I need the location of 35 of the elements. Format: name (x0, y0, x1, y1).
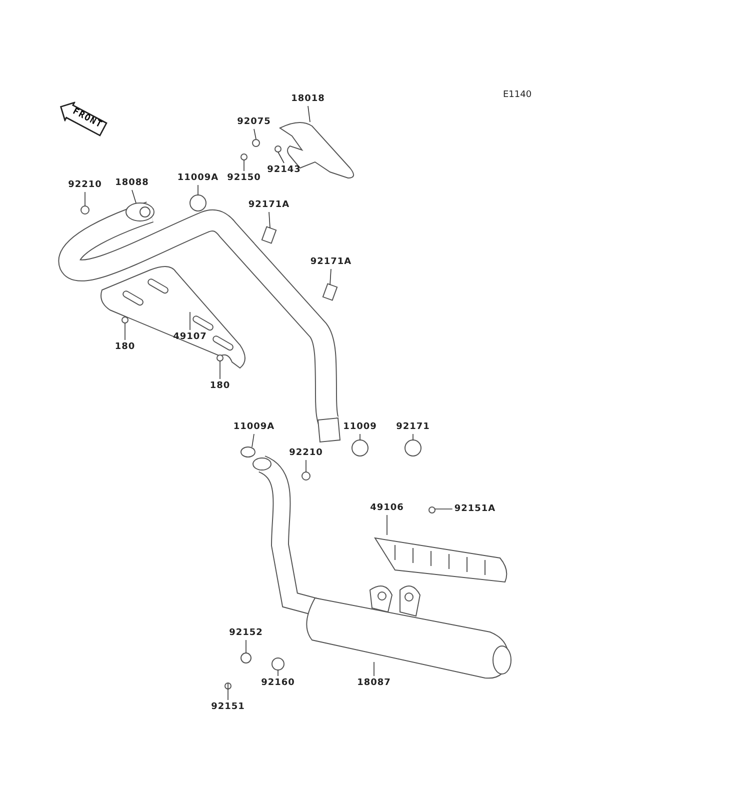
callout-number: 92171A (310, 256, 352, 268)
callout-number: 49107 (173, 331, 207, 343)
leader-line (308, 106, 310, 122)
leader-line (330, 268, 332, 286)
callout-number: 92075 (237, 116, 271, 128)
callout-number: 92143 (267, 164, 301, 176)
callout-number: 92171A (248, 199, 290, 211)
callout-number: 18088 (115, 177, 149, 189)
leader-line (412, 434, 414, 440)
leader-line (434, 508, 453, 510)
callout-number: 18087 (357, 677, 391, 689)
callout-number: 92210 (289, 447, 323, 459)
callout-number: 92151A (454, 503, 496, 515)
drawing-number: E1140 (503, 90, 532, 100)
leader-line (386, 514, 388, 536)
callout-number: 11009 (343, 421, 377, 433)
callout-number: 92210 (68, 179, 102, 191)
callout-number: 92152 (229, 627, 263, 639)
leader-line (252, 434, 254, 448)
callout-number: 180 (210, 380, 230, 392)
leader-line (268, 212, 270, 228)
callout-number: 92151 (211, 701, 245, 713)
leader-line (278, 152, 284, 164)
callout-number: 11009A (177, 172, 219, 184)
callout-number: 11009A (233, 421, 275, 433)
callout-number: 180 (114, 341, 136, 353)
leader-line (124, 322, 126, 340)
leader-line (254, 128, 256, 140)
callout-number: 92171 (396, 421, 430, 433)
leader-line (132, 190, 136, 204)
callout-number: 92150 (227, 172, 261, 184)
callout-number: 49106 (370, 502, 404, 514)
callout-number: 18018 (291, 93, 325, 105)
leader-line (84, 192, 86, 206)
callout-number: 92160 (261, 677, 295, 689)
